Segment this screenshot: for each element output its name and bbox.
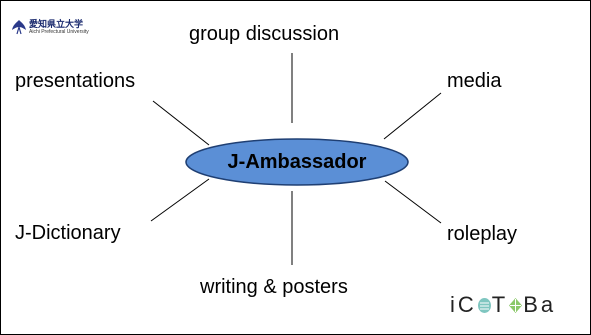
node-writing-posters: writing & posters: [200, 276, 348, 298]
node-group-discussion: group discussion: [189, 23, 340, 45]
brand-part-1: iC: [450, 292, 477, 317]
node-media: media: [447, 70, 502, 92]
node-roleplay: roleplay: [447, 223, 518, 245]
connector-top-left: [152, 100, 210, 146]
brand-part-2: T: [491, 292, 509, 317]
leaf-icon: [508, 294, 523, 313]
university-name-en: Aichi Prefectural University: [29, 29, 89, 35]
bubble-icon: [477, 294, 492, 313]
university-logo-icon: [11, 19, 27, 40]
connector-top-right: [383, 92, 442, 140]
icotoba-brand: iC T Ba: [450, 292, 556, 318]
center-node-label: J-Ambassador: [227, 150, 367, 173]
connector-bottom-right: [384, 180, 442, 224]
node-presentations: presentations: [15, 70, 136, 92]
center-ellipse: [185, 138, 409, 186]
connector-bottom-left: [150, 178, 210, 222]
brand-part-3: Ba: [523, 292, 557, 317]
node-j-dictionary: J-Dictionary: [15, 222, 121, 244]
university-name-jp: 愛知県立大学: [29, 20, 84, 30]
